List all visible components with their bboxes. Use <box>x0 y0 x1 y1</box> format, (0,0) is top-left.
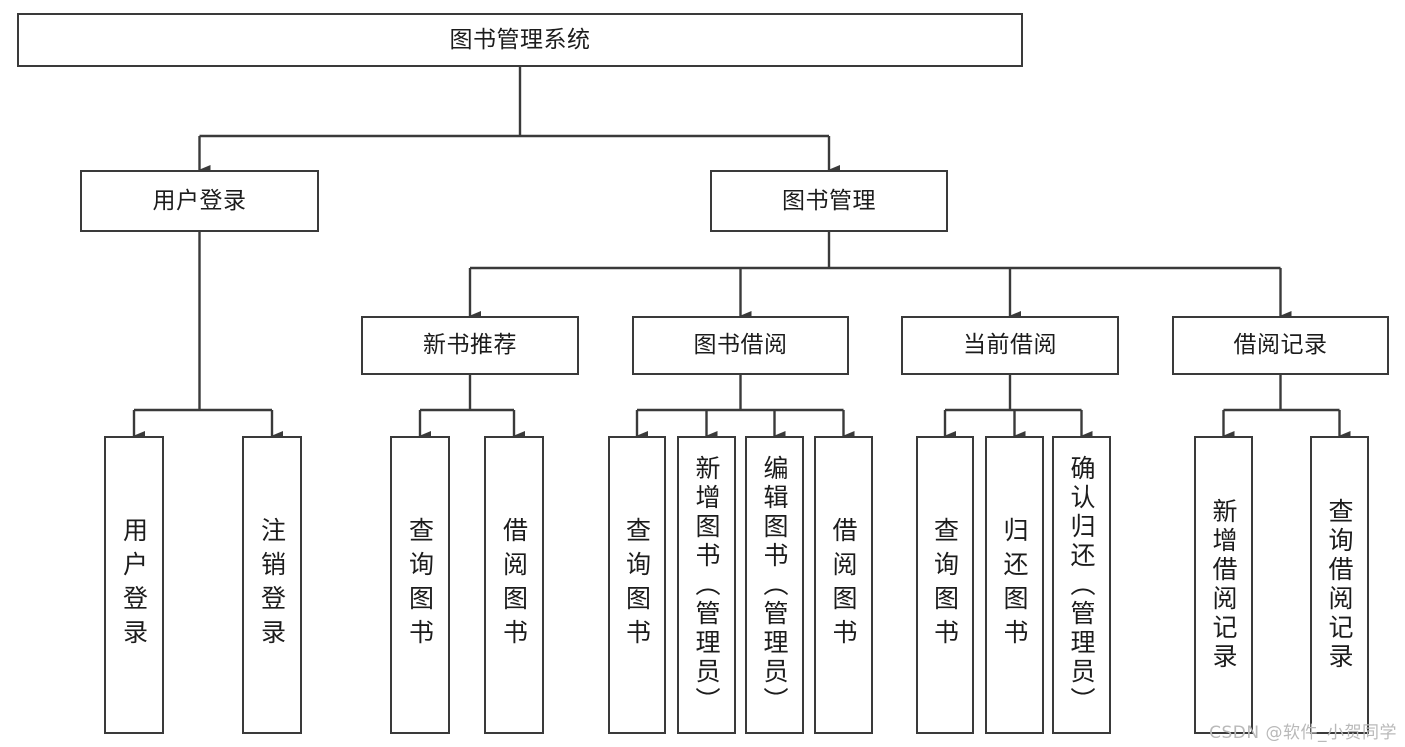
node-leaf-borrow-book-2[interactable]: 借阅图书 <box>814 436 873 734</box>
node-label: 查询借阅记录 <box>1325 498 1354 672</box>
node-label: 编辑图书（管理员） <box>760 454 789 716</box>
node-user-login[interactable]: 用户登录 <box>80 170 319 232</box>
node-label: 借阅图书 <box>499 517 529 653</box>
node-label: 查询图书 <box>405 517 435 653</box>
node-label: 图书借阅 <box>693 332 788 358</box>
node-label: 新书推荐 <box>423 332 517 358</box>
node-label: 图书管理系统 <box>449 26 591 53</box>
node-label: 用户登录 <box>119 517 149 653</box>
watermark: CSDN @软件_小贺同学 <box>1209 723 1397 743</box>
node-leaf-query-book-1[interactable]: 查询图书 <box>390 436 450 734</box>
node-leaf-edit-book[interactable]: 编辑图书（管理员） <box>745 436 804 734</box>
node-book-manage[interactable]: 图书管理 <box>710 170 948 232</box>
node-borrow-record[interactable]: 借阅记录 <box>1172 316 1389 375</box>
node-leaf-borrow-book-1[interactable]: 借阅图书 <box>484 436 544 734</box>
node-book-borrow[interactable]: 图书借阅 <box>632 316 849 375</box>
node-leaf-add-book[interactable]: 新增图书（管理员） <box>677 436 736 734</box>
node-label: 当前借阅 <box>963 332 1057 358</box>
node-root[interactable]: 图书管理系统 <box>17 13 1023 67</box>
node-label: 归还图书 <box>1000 517 1029 653</box>
node-label: 图书管理 <box>782 187 876 214</box>
node-leaf-query-book-3[interactable]: 查询图书 <box>916 436 974 734</box>
node-label: 新增借阅记录 <box>1209 498 1238 672</box>
node-label: 确认归还（管理员） <box>1067 454 1096 716</box>
node-label: 借阅记录 <box>1233 332 1328 358</box>
node-leaf-logout[interactable]: 注销登录 <box>242 436 302 734</box>
edge-group <box>132 67 1351 441</box>
node-label: 查询图书 <box>930 517 960 653</box>
node-new-book-rec[interactable]: 新书推荐 <box>361 316 579 375</box>
node-current-borrow[interactable]: 当前借阅 <box>901 316 1119 375</box>
node-label: 用户登录 <box>152 187 247 214</box>
node-leaf-user-login[interactable]: 用户登录 <box>104 436 164 734</box>
node-label: 查询图书 <box>622 517 652 653</box>
node-leaf-add-record[interactable]: 新增借阅记录 <box>1194 436 1253 734</box>
node-leaf-return-book[interactable]: 归还图书 <box>985 436 1044 734</box>
node-label: 注销登录 <box>257 517 287 653</box>
node-leaf-query-book-2[interactable]: 查询图书 <box>608 436 666 734</box>
node-leaf-query-record[interactable]: 查询借阅记录 <box>1310 436 1369 734</box>
node-label: 新增图书（管理员） <box>692 454 721 716</box>
node-label: 借阅图书 <box>829 517 858 653</box>
node-leaf-confirm-return[interactable]: 确认归还（管理员） <box>1052 436 1111 734</box>
